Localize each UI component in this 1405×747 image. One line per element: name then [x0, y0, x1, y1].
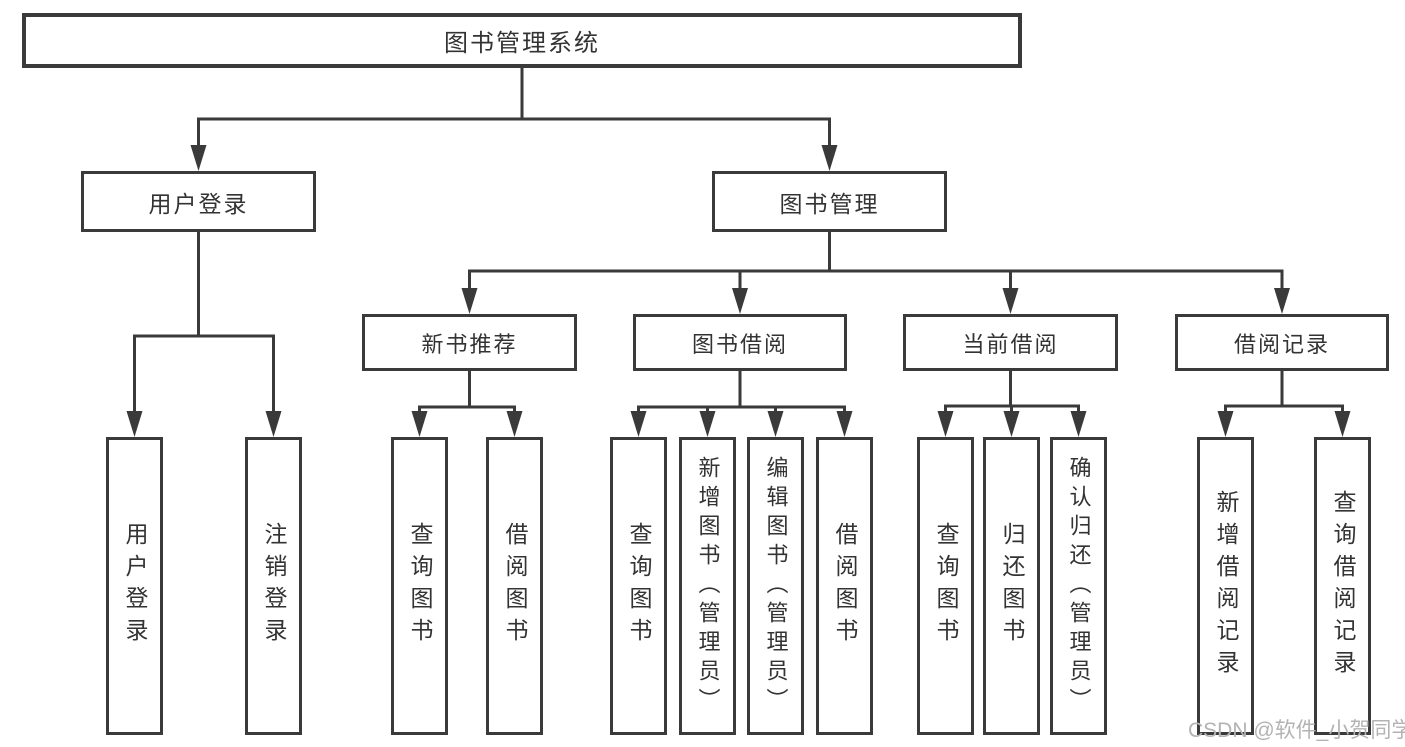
leaf-query-borrow-record-label: 查询借阅记录: [1330, 490, 1356, 682]
leaf-borrow-book-borrowing: 借阅图书: [816, 437, 873, 735]
leaf-query-book-recommend: 查询图书: [391, 437, 448, 735]
leaf-user-login-label: 用户登录: [122, 522, 148, 650]
leaf-query-book-current: 查询图书: [917, 437, 974, 735]
leaf-return-book-label: 归还图书: [999, 522, 1025, 650]
node-borrowing-records-label: 借阅记录: [1233, 331, 1330, 357]
leaf-query-book-borrowing: 查询图书: [610, 437, 667, 735]
node-book-management-label: 图书管理: [779, 190, 880, 217]
leaf-borrow-book-recommend: 借阅图书: [486, 437, 543, 735]
leaf-query-book-recommend-label: 查询图书: [407, 522, 433, 650]
node-new-book-recommend: 新书推荐: [362, 314, 577, 371]
node-book-borrowing: 图书借阅: [633, 314, 847, 371]
leaf-user-login: 用户登录: [106, 437, 163, 735]
leaf-borrow-book-borrowing-label: 借阅图书: [832, 522, 858, 650]
node-book-borrowing-label: 图书借阅: [691, 331, 788, 357]
node-library-management-system-label: 图书管理系统: [444, 30, 600, 57]
node-library-management-system: 图书管理系统: [22, 13, 1022, 68]
leaf-add-borrow-record: 新增借阅记录: [1197, 437, 1254, 735]
csdn-watermark: CSDN @软件_小贺同学: [1188, 719, 1405, 742]
leaf-logout: 注销登录: [245, 437, 302, 735]
leaf-return-book: 归还图书: [983, 437, 1040, 735]
leaf-borrow-book-recommend-label: 借阅图书: [502, 522, 528, 650]
leaf-edit-book-admin-label: 编辑图书（管理员）: [763, 455, 789, 717]
leaf-confirm-return-admin: 确认归还（管理员）: [1050, 437, 1107, 735]
leaf-add-book-admin-label: 新增图书（管理员）: [695, 455, 721, 717]
leaf-add-borrow-record-label: 新增借阅记录: [1213, 490, 1239, 682]
leaf-edit-book-admin: 编辑图书（管理员）: [747, 437, 804, 735]
node-user-login-label: 用户登录: [148, 190, 249, 217]
node-current-borrowing: 当前借阅: [903, 314, 1118, 371]
leaf-confirm-return-admin-label: 确认归还（管理员）: [1066, 455, 1092, 717]
leaf-query-borrow-record: 查询借阅记录: [1314, 437, 1371, 735]
node-current-borrowing-label: 当前借阅: [962, 331, 1059, 357]
node-new-book-recommend-label: 新书推荐: [421, 331, 518, 357]
node-borrowing-records: 借阅记录: [1175, 314, 1389, 371]
leaf-query-book-current-label: 查询图书: [933, 522, 959, 650]
leaf-add-book-admin: 新增图书（管理员）: [679, 437, 736, 735]
node-user-login: 用户登录: [81, 171, 316, 232]
node-book-management: 图书管理: [712, 171, 947, 232]
leaf-query-book-borrowing-label: 查询图书: [626, 522, 652, 650]
leaf-logout-label: 注销登录: [261, 522, 287, 650]
